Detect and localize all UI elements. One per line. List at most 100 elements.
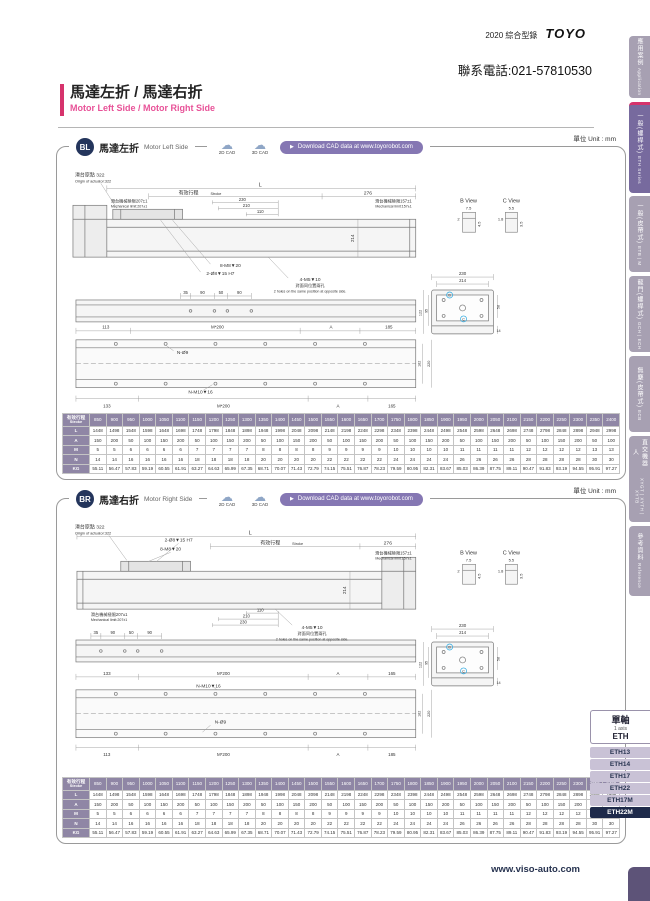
stroke-value-header: 1200 bbox=[204, 412, 223, 427]
dimension-value-cell: 70.07 bbox=[271, 827, 289, 838]
dimension-value-cell: 71.43 bbox=[287, 827, 306, 838]
dimension-value-cell: 30 bbox=[602, 818, 620, 829]
badge-bl: BL bbox=[76, 138, 94, 156]
dimension-value-cell: 150 bbox=[486, 435, 505, 446]
dimension-value-cell: 200 bbox=[569, 435, 587, 446]
dimension-value-cell: 2498 bbox=[436, 425, 455, 436]
dimension-value-cell: 24 bbox=[403, 818, 422, 829]
dimension-value-cell: 1548 bbox=[122, 425, 140, 436]
dimension-value-cell: 83.67 bbox=[436, 463, 455, 474]
stroke-value-header: 1400 bbox=[271, 776, 289, 791]
stroke-value-header: 1350 bbox=[254, 776, 273, 791]
dimension-value-cell: 24 bbox=[403, 454, 422, 465]
tab-label-en: ETH Series bbox=[637, 156, 642, 185]
dim-214: 214 bbox=[350, 234, 355, 242]
dimension-value-cell: 64.63 bbox=[204, 463, 223, 474]
bl-end-view-dims bbox=[423, 274, 498, 334]
page-corner-block bbox=[628, 867, 650, 901]
sidebar-tab-gch-ech[interactable]: 龍門(螺桿式)GCH | ECH bbox=[629, 276, 650, 352]
br-plan-view bbox=[75, 689, 417, 739]
dimension-value-cell: 50 bbox=[254, 435, 273, 446]
dimension-value-cell: 2098 bbox=[304, 425, 322, 436]
dimension-value-cell: 1498 bbox=[105, 789, 124, 800]
dimension-value-cell: 10 bbox=[420, 808, 438, 819]
dimension-value-cell: 200 bbox=[436, 435, 455, 446]
mech-limit-207-cn: 滑台機械極限207±1 bbox=[91, 611, 128, 617]
dim-m200: M*200 bbox=[217, 752, 230, 757]
dimension-value-cell: 100 bbox=[138, 799, 157, 810]
stroke-value-header: 1000 bbox=[138, 412, 157, 427]
dimension-value-cell: 67.35 bbox=[238, 463, 256, 474]
page-title: 馬達左折 / 馬達右折 bbox=[70, 84, 203, 101]
dimension-value-cell: 75.51 bbox=[337, 827, 355, 838]
dimension-value-cell: 150 bbox=[89, 799, 107, 810]
dimension-value-cell: 10 bbox=[403, 808, 422, 819]
dim-133: 133 bbox=[103, 671, 111, 676]
dimension-value-cell: 85.03 bbox=[453, 463, 471, 474]
dimension-value-cell: 89.11 bbox=[503, 827, 521, 838]
dim-110: 110 bbox=[257, 608, 264, 613]
dim-276: 276 bbox=[364, 190, 373, 196]
download-cad-button[interactable]: ▶ Download CAD data at www.toyorobot.com bbox=[280, 492, 423, 506]
dimension-value-cell: 28 bbox=[536, 818, 554, 829]
dimension-value-cell: 1748 bbox=[188, 425, 206, 436]
dimension-value-cell: 2548 bbox=[453, 789, 471, 800]
model-tab-eth17[interactable]: ETH17 bbox=[590, 771, 650, 782]
model-tab-eth13[interactable]: ETH13 bbox=[590, 747, 650, 758]
dimension-value-cell: 100 bbox=[271, 435, 289, 446]
dimension-value-cell: 100 bbox=[337, 799, 355, 810]
mech-limit-207-en: Mechanical limit:207±1 bbox=[111, 204, 147, 208]
dimension-value-cell: 22 bbox=[370, 454, 389, 465]
dimension-value-cell: 2448 bbox=[420, 789, 438, 800]
tab-label-cn: 一般(螺桿式) bbox=[636, 113, 642, 155]
dim-185: 185 bbox=[388, 752, 396, 757]
dimension-value-cell: 11 bbox=[469, 808, 488, 819]
dimension-value-cell: 150 bbox=[221, 435, 240, 446]
sidebar-tab-eth-series[interactable]: 一般(螺桿式)ETH Series bbox=[629, 102, 650, 193]
dimension-value-cell: 87.75 bbox=[486, 827, 505, 838]
dimension-value-cell: 57.83 bbox=[122, 827, 140, 838]
dimension-value-cell: 100 bbox=[204, 799, 223, 810]
stroke-value-header: 1050 bbox=[155, 412, 173, 427]
dimension-value-cell: 2598 bbox=[469, 789, 488, 800]
cad-3d-download[interactable]: ☁ 3D CAD bbox=[247, 489, 273, 507]
dimension-value-cell: 28 bbox=[519, 818, 538, 829]
header-divider bbox=[58, 127, 594, 128]
sidebar-tab-etb-m[interactable]: 一般(皮帶式)ETB | M bbox=[629, 196, 650, 272]
sidebar-tab-ecb[interactable]: 無塵(皮帶式)ECB bbox=[629, 356, 650, 432]
dim-7-5: 7.5 bbox=[466, 557, 472, 562]
dimension-value-cell: 10 bbox=[436, 444, 455, 455]
dimension-value-cell: 200 bbox=[238, 435, 256, 446]
dimension-value-cell: 50 bbox=[453, 799, 471, 810]
dim-stroke-en: Stroke bbox=[210, 192, 221, 196]
cad-2d-download[interactable]: ☁ 2D CAD bbox=[214, 491, 240, 507]
dimension-value-cell: 2698 bbox=[503, 789, 521, 800]
cad-3d-download[interactable]: ☁ 3D CAD bbox=[247, 139, 273, 155]
dim-276: 276 bbox=[384, 540, 393, 546]
dimension-value-cell: 95.91 bbox=[585, 827, 604, 838]
model-tab-eth17m[interactable]: ETH17M bbox=[590, 795, 650, 806]
model-tab-eth22[interactable]: ETH22 bbox=[590, 783, 650, 794]
download-cad-button[interactable]: ▶ Download CAD data at www.toyorobot.com bbox=[280, 140, 423, 154]
tab-label-en: ETB | M bbox=[637, 245, 642, 266]
cad-2d-download[interactable]: ☁ 2D CAD bbox=[214, 139, 240, 155]
dimension-value-cell: 79.59 bbox=[387, 463, 405, 474]
dim-214: 214 bbox=[342, 586, 347, 594]
dimension-value-cell: 6 bbox=[122, 808, 140, 819]
b-view-label: B View bbox=[460, 550, 477, 556]
model-tab-eth14[interactable]: ETH14 bbox=[590, 759, 650, 770]
stroke-value-header: 1700 bbox=[370, 412, 389, 427]
stroke-header-cn: 有效行程 bbox=[66, 778, 86, 784]
model-tab-eth22m[interactable]: ETH22M bbox=[590, 807, 650, 818]
website-link[interactable]: www.viso-auto.com bbox=[491, 864, 580, 875]
dim-end-230: 230 bbox=[459, 623, 467, 628]
dimension-value-cell: 100 bbox=[337, 435, 355, 446]
dim-165: 165 bbox=[388, 404, 396, 409]
cloud-download-icon: ☁ bbox=[254, 489, 266, 504]
dimension-value-cell: 16 bbox=[138, 454, 157, 465]
